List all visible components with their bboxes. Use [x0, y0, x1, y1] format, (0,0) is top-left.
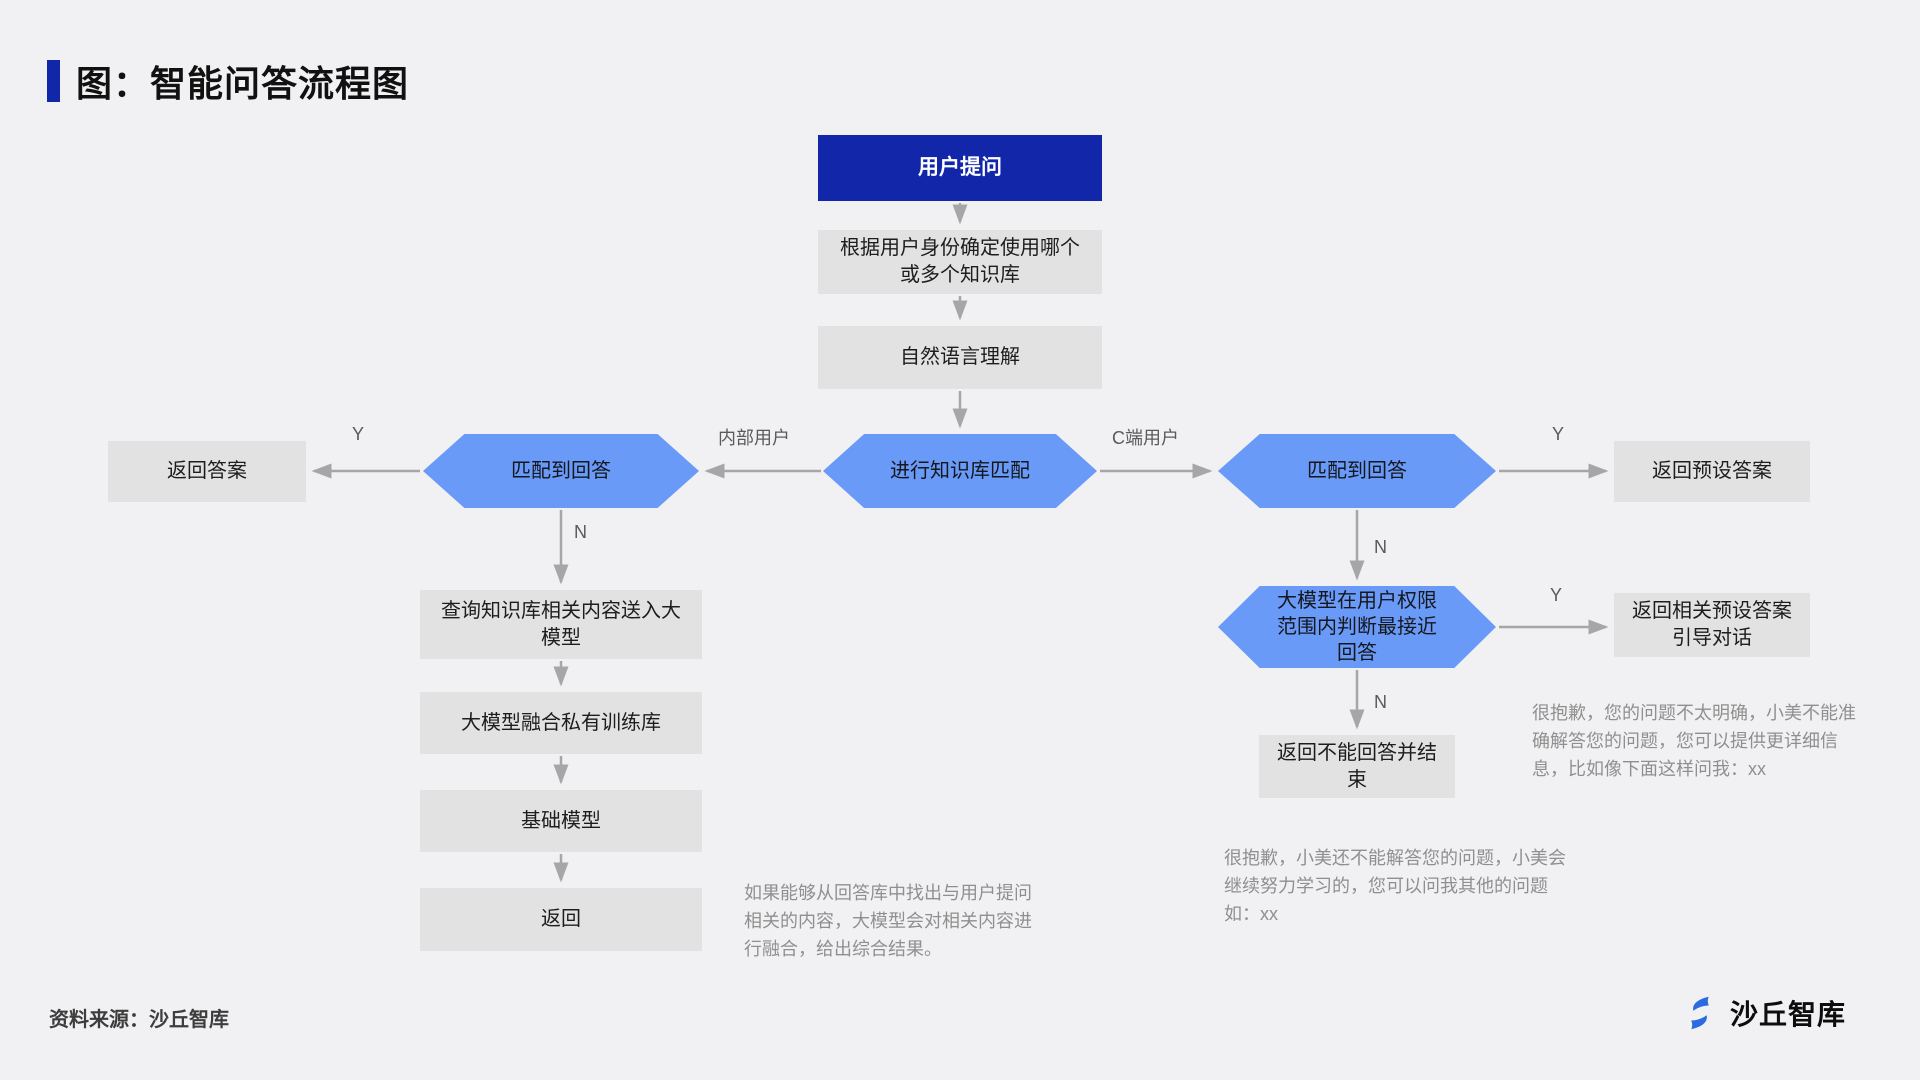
node-natural-language-understanding: 自然语言理解 — [818, 326, 1102, 389]
logo-text: 沙丘智库 — [1730, 999, 1847, 1030]
edge-label-judge-no: N — [1374, 692, 1387, 712]
node-return-related-preset-guide: 返回相关预设答案引导对话 — [1614, 593, 1810, 657]
edge-label-judge-yes: Y — [1550, 585, 1563, 605]
page-title-block: 图：智能问答流程图 — [47, 55, 409, 107]
node-return-preset-answer: 返回预设答案 — [1614, 441, 1810, 502]
edge-label-left-no: N — [574, 522, 587, 542]
annotation-cannot-answer-note: 很抱歉，小美还不能解答您的问题，小美会继续努力学习的，您可以问我其他的问题如：x… — [1224, 848, 1566, 924]
logo-icon — [1680, 993, 1720, 1033]
node-matched-answer-internal: 匹配到回答 — [423, 434, 699, 508]
node-determine-knowledge-base: 根据用户身份确定使用哪个或多个知识库 — [818, 230, 1102, 294]
node-judge-within-permission: 大模型在用户权限范围内判断最接近回答 — [1218, 586, 1496, 668]
edge-label-internal-user: 内部用户 — [718, 428, 790, 448]
node-query-kb-to-llm: 查询知识库相关内容送入大模型 — [420, 590, 702, 659]
node-user-question: 用户提问 — [818, 135, 1102, 201]
edge-label-right-yes: Y — [1552, 424, 1565, 444]
source-note: 资料来源：沙丘智库 — [49, 1009, 229, 1031]
edge-label-right-no: N — [1374, 537, 1387, 557]
node-llm-private-training-fusion: 大模型融合私有训练库 — [420, 692, 702, 754]
annotation-fusion-note: 如果能够从回答库中找出与用户提问相关的内容，大模型会对相关内容进行融合，给出综合… — [744, 883, 1032, 959]
annotation-unclear-question-note: 很抱歉，您的问题不太明确，小美不能准确解答您的问题，您可以提供更详细信息，比如像… — [1532, 703, 1856, 779]
node-return-cannot-answer-end: 返回不能回答并结束 — [1259, 735, 1455, 798]
node-matched-answer-cuser: 匹配到回答 — [1218, 434, 1496, 508]
page-title: 图：智能问答流程图 — [76, 63, 410, 104]
edge-label-left-yes: Y — [352, 424, 365, 444]
node-base-model: 基础模型 — [420, 790, 702, 852]
title-accent-bar — [47, 60, 60, 102]
edge-label-c-user: C端用户 — [1112, 428, 1179, 448]
node-return-answer: 返回答案 — [108, 441, 306, 502]
brand-logo: 沙丘智库 — [1680, 993, 1846, 1033]
node-knowledge-base-matching: 进行知识库匹配 — [823, 434, 1097, 508]
node-return: 返回 — [420, 888, 702, 951]
